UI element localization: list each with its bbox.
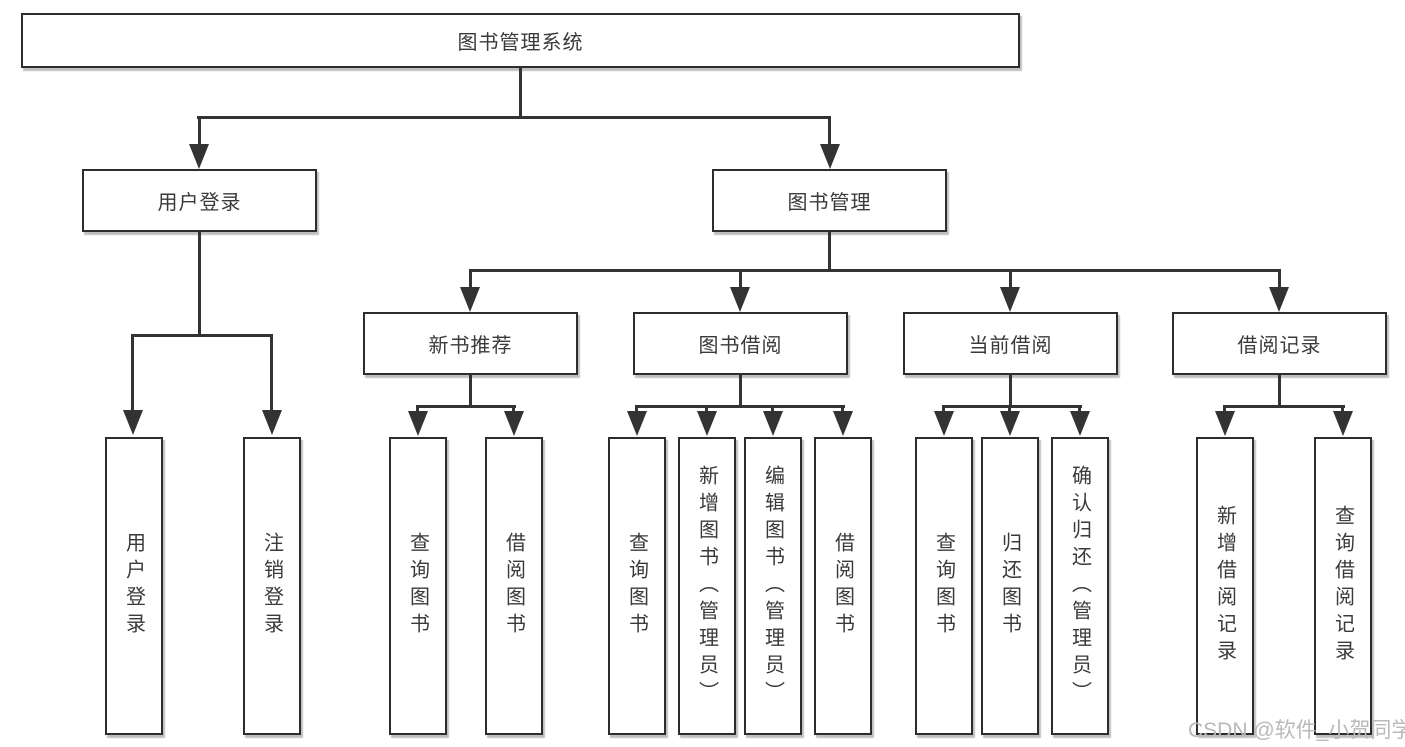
- connector-stub: [1341, 408, 1344, 412]
- connector-arm-current-borrowing: [1009, 272, 1012, 287]
- connector-arm-borrowing-records: [1278, 272, 1281, 287]
- arrowhead-leaf-query-books-recommend: [408, 411, 428, 436]
- connector-stub: [841, 408, 844, 412]
- arrowhead-leaf-user-login: [123, 410, 143, 435]
- leaf-query-books-borrowing: 查询图书: [608, 437, 666, 735]
- node-book-borrowing: 图书借阅: [633, 312, 848, 375]
- connector-borrowing-records-branch: [1223, 405, 1345, 408]
- connector-new-book-drop: [469, 375, 472, 407]
- arrowhead-leaf-confirm-return-admin: [1070, 411, 1090, 436]
- leaf-query-borrow-record: 查询借阅记录: [1314, 437, 1372, 735]
- connector-arm-leaf-logout: [270, 337, 273, 411]
- arrowhead-borrowing-records: [1269, 287, 1289, 312]
- leaf-borrow-books-recommend: 借阅图书: [485, 437, 543, 735]
- connector-user-login-branch: [131, 334, 273, 337]
- connector-book-borrowing-branch: [635, 405, 845, 408]
- leaf-user-login: 用户登录: [105, 437, 163, 735]
- leaf-borrow-books: 借阅图书: [814, 437, 872, 735]
- connector-stub: [635, 408, 638, 412]
- leaf-logout: 注销登录: [243, 437, 301, 735]
- connector-stub: [942, 408, 945, 412]
- connector-current-borrowing-drop: [1009, 375, 1012, 407]
- leaf-add-books-admin: 新增图书（管理员）: [678, 437, 736, 735]
- arrowhead-leaf-borrow-books: [833, 411, 853, 436]
- leaf-edit-books-admin: 编辑图书（管理员）: [744, 437, 802, 735]
- connector-user-login-drop: [198, 232, 201, 336]
- node-new-book-recommend: 新书推荐: [363, 312, 578, 375]
- connector-book-borrowing-drop: [739, 375, 742, 407]
- leaf-return-books: 归还图书: [981, 437, 1039, 735]
- arrowhead-book-borrowing: [730, 287, 750, 312]
- connector-arm-user-login: [198, 119, 201, 146]
- leaf-query-books-current: 查询图书: [915, 437, 973, 735]
- connector-book-management-branch: [469, 269, 1281, 272]
- arrowhead-leaf-query-books-borrowing: [627, 411, 647, 436]
- connector-arm-book-borrowing: [739, 272, 742, 287]
- arrowhead-leaf-add-borrow-record: [1215, 411, 1235, 436]
- connector-book-management-drop: [828, 232, 831, 272]
- connector-root-branch: [197, 116, 831, 119]
- connector-stub: [512, 408, 515, 412]
- arrowhead-book-management: [820, 144, 840, 169]
- node-current-borrowing: 当前借阅: [903, 312, 1118, 375]
- arrowhead-leaf-borrow-books-recommend: [504, 411, 524, 436]
- arrowhead-leaf-edit-books-admin: [763, 411, 783, 436]
- connector-borrowing-records-drop: [1278, 375, 1281, 407]
- watermark: CSDN @软件_小贺同学: [1188, 719, 1405, 742]
- arrowhead-leaf-return-books: [1000, 411, 1020, 436]
- arrowhead-new-book-recommend: [460, 287, 480, 312]
- connector-current-borrowing-branch: [942, 405, 1082, 408]
- arrowhead-leaf-query-books-current: [934, 411, 954, 436]
- connector-arm-book-management: [828, 119, 831, 146]
- leaf-confirm-return-admin: 确认归还（管理员）: [1051, 437, 1109, 735]
- connector-stub: [416, 408, 419, 412]
- node-root: 图书管理系统: [21, 13, 1020, 68]
- node-user-login: 用户登录: [82, 169, 317, 232]
- leaf-add-borrow-record: 新增借阅记录: [1196, 437, 1254, 735]
- arrowhead-user-login: [189, 144, 209, 169]
- node-borrowing-records: 借阅记录: [1172, 312, 1387, 375]
- connector-root-drop: [519, 68, 522, 118]
- connector-arm-new-book-recommend: [469, 272, 472, 287]
- connector-stub: [771, 408, 774, 412]
- arrowhead-leaf-query-borrow-record: [1333, 411, 1353, 436]
- arrowhead-leaf-logout: [262, 410, 282, 435]
- connector-new-book-branch: [416, 405, 516, 408]
- arrowhead-current-borrowing: [1000, 287, 1020, 312]
- connector-stub: [1008, 408, 1011, 412]
- leaf-query-books-recommend: 查询图书: [389, 437, 447, 735]
- connector-stub: [705, 408, 708, 412]
- node-book-management: 图书管理: [712, 169, 947, 232]
- connector-stub: [1078, 408, 1081, 412]
- connector-stub: [1223, 408, 1226, 412]
- connector-arm-leaf-user-login: [131, 337, 134, 411]
- arrowhead-leaf-add-books-admin: [697, 411, 717, 436]
